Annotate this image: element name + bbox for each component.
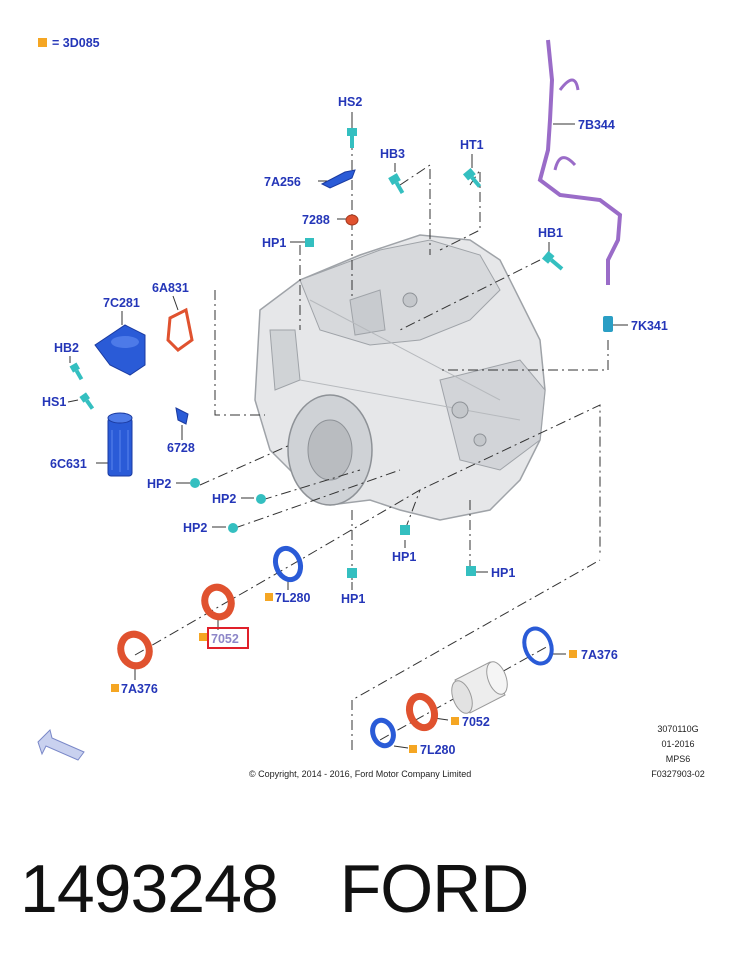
dashed-leaders bbox=[134, 140, 609, 750]
label-7288: 7288 bbox=[302, 213, 330, 227]
filter-cartridge-6c631 bbox=[107, 412, 133, 477]
seal-7288 bbox=[345, 214, 359, 226]
marker-7l280-b bbox=[409, 745, 417, 753]
label-6728: 6728 bbox=[167, 441, 195, 455]
label-hp1-top: HP1 bbox=[262, 236, 286, 250]
orientation-arrow-icon bbox=[37, 729, 85, 761]
breather-tube bbox=[537, 39, 623, 285]
label-hp1-bottom: HP1 bbox=[341, 592, 365, 606]
plug-hp1-right bbox=[466, 566, 476, 576]
label-hp2-c: HP2 bbox=[183, 521, 207, 535]
breather-tube-hook-upper bbox=[558, 78, 580, 91]
seal-7052-b bbox=[405, 692, 439, 732]
marker-7a376-a bbox=[111, 684, 119, 692]
copyright-text: © Copyright, 2014 - 2016, Ford Motor Com… bbox=[249, 769, 471, 779]
bushing-sleeve bbox=[451, 661, 508, 714]
label-7c281: 7C281 bbox=[103, 296, 140, 310]
bolt-ht1 bbox=[462, 167, 482, 188]
label-hb2: HB2 bbox=[54, 341, 79, 355]
part-number: 1493248 bbox=[20, 851, 279, 927]
label-hp1-mid: HP1 bbox=[392, 550, 416, 564]
label-hb3: HB3 bbox=[380, 147, 405, 161]
label-7a256: 7A256 bbox=[264, 175, 301, 189]
transmission-housing bbox=[254, 234, 546, 521]
marker-7l280-a bbox=[265, 593, 273, 601]
bolt-hs2 bbox=[347, 128, 357, 148]
screw-hs1 bbox=[79, 392, 95, 410]
info-line-3: MPS6 bbox=[666, 754, 691, 764]
legend-text: = 3D085 bbox=[52, 36, 100, 50]
seal-7l280-b bbox=[370, 717, 396, 749]
plug-hp1-top bbox=[305, 238, 314, 247]
bracket-7a256 bbox=[320, 169, 356, 189]
label-7052-b: 7052 bbox=[462, 715, 490, 729]
bolt-hb3 bbox=[388, 173, 405, 194]
info-line-1: 3070110G bbox=[657, 724, 698, 734]
exploded-parts-diagram: = 3D085 bbox=[37, 36, 705, 779]
filter-housing-7c281 bbox=[94, 324, 146, 376]
part-caption: 1493248 FORD bbox=[20, 850, 590, 928]
label-7a376-b: 7A376 bbox=[581, 648, 618, 662]
marker-7052-b bbox=[451, 717, 459, 725]
label-6c631: 6C631 bbox=[50, 457, 87, 471]
plug-hp2-a bbox=[190, 478, 200, 488]
info-line-4: F0327903-02 bbox=[651, 769, 705, 779]
label-6a831: 6A831 bbox=[152, 281, 189, 295]
seal-7l280-a bbox=[272, 545, 304, 583]
seal-7052-a bbox=[201, 583, 235, 621]
label-7k341: 7K341 bbox=[631, 319, 668, 333]
label-hb1: HB1 bbox=[538, 226, 563, 240]
label-7a376-a: 7A376 bbox=[121, 682, 158, 696]
bolt-hb1 bbox=[541, 250, 564, 271]
label-7052-a: 7052 bbox=[211, 632, 239, 646]
label-7b344: 7B344 bbox=[578, 118, 615, 132]
brand-name: FORD bbox=[339, 851, 530, 927]
label-7l280-a: 7L280 bbox=[275, 591, 310, 605]
sensor-7k341 bbox=[603, 316, 613, 332]
bolt-hb2 bbox=[69, 362, 84, 381]
gasket-6a831 bbox=[166, 307, 194, 352]
highlight-box-7052 bbox=[207, 627, 249, 649]
label-hp1-right: HP1 bbox=[491, 566, 515, 580]
plug-hp1-bottom bbox=[347, 568, 357, 578]
label-hs1: HS1 bbox=[42, 395, 66, 409]
plug-hp2-c bbox=[228, 523, 238, 533]
info-line-2: 01-2016 bbox=[661, 739, 694, 749]
label-hp2-a: HP2 bbox=[147, 477, 171, 491]
breather-tube-hook-lower bbox=[553, 156, 577, 171]
seal-7a376-a bbox=[117, 630, 153, 670]
marker-7052-a bbox=[199, 633, 207, 641]
label-leaders bbox=[67, 112, 628, 749]
clip-6728 bbox=[175, 407, 189, 425]
plug-hp1-mid bbox=[400, 525, 410, 535]
label-ht1: HT1 bbox=[460, 138, 484, 152]
legend-swatch bbox=[38, 38, 47, 47]
seal-7a376-b bbox=[522, 626, 554, 666]
label-7l280-b: 7L280 bbox=[420, 743, 455, 757]
label-hp2-b: HP2 bbox=[212, 492, 236, 506]
plug-hp2-b bbox=[256, 494, 266, 504]
marker-7a376-b bbox=[569, 650, 577, 658]
label-hs2: HS2 bbox=[338, 95, 362, 109]
